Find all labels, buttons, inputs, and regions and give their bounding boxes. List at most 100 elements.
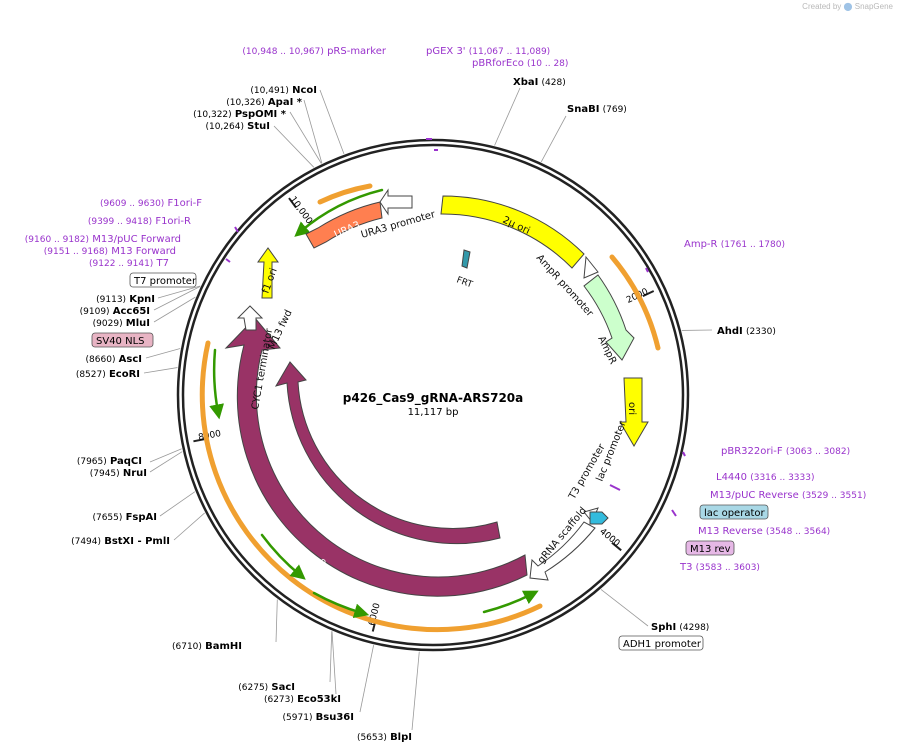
enzyme-position: (7965) — [77, 457, 107, 467]
feature-arrows — [224, 188, 649, 597]
leader-line — [153, 286, 201, 311]
sv40-nls-label: SV40 NLS — [96, 336, 145, 347]
primer-item: Amp-R (1761 .. 1780) — [684, 239, 785, 250]
t7-promoter-box: T7 promoter — [129, 272, 197, 288]
primer-name: T3 — [679, 562, 692, 573]
enzyme-item: (10,264) StuI — [205, 121, 270, 132]
enzyme-item: SphI (4298) — [651, 622, 709, 633]
enzyme-position: (6710) — [172, 642, 202, 652]
enzyme-name: KpnI — [129, 294, 155, 305]
enzyme-item: (10,491) NcoI — [250, 85, 317, 96]
sv40-nls-box: SV40 NLS — [91, 332, 154, 348]
enzyme-item: (7965) PaqCI — [77, 456, 142, 467]
enzyme-item: (10,322) PspOMI * — [193, 109, 287, 120]
primer-range: (9151 .. 9168) — [44, 247, 108, 257]
enzyme-name: AscI — [119, 354, 142, 365]
enzyme-name: SacI — [271, 682, 295, 693]
enzyme-position: (10,322) — [193, 110, 232, 120]
leader-line — [319, 89, 345, 155]
leader-lines — [143, 87, 713, 731]
leader-line — [157, 285, 201, 299]
enzyme-position: (9113) — [96, 295, 126, 305]
enzyme-position: (9029) — [93, 319, 123, 329]
leader-line — [149, 448, 182, 463]
feature-labels: 2µ ori AmpR promoter AmpR ori lac promot… — [250, 209, 637, 570]
enzyme-item: (6275) SacI — [238, 682, 295, 693]
enzyme-item: (7494) BstXI - PmlI — [71, 536, 170, 547]
feature-ura3 — [305, 201, 383, 249]
leader-line — [494, 87, 521, 146]
leader-line — [153, 296, 196, 323]
leader-line — [159, 491, 196, 517]
enzyme-item: (9109) Acc65I — [80, 306, 150, 317]
enzyme-name: StuI — [247, 121, 270, 132]
enzyme-position: (4298) — [679, 623, 709, 633]
enzyme-position: (2330) — [746, 327, 776, 337]
enzyme-position: (10,491) — [250, 86, 289, 96]
enzyme-position: (10,264) — [205, 122, 244, 132]
enzyme-position: (7494) — [71, 537, 101, 547]
leader-line — [289, 111, 322, 164]
primer-name: L4440 — [716, 472, 747, 483]
enzyme-name: Acc65I — [113, 306, 150, 317]
primer-item: pBR322ori-F (3063 .. 3082) — [721, 446, 850, 457]
enzyme-name: SnaBI — [567, 104, 599, 115]
primer-name: M13 Forward — [111, 246, 176, 257]
feature-label: Cas9 — [335, 513, 362, 532]
feature-frt — [461, 249, 471, 269]
feature-grna-scaffold — [529, 521, 596, 581]
enzyme-position: (8527) — [76, 370, 106, 380]
enzyme-position: (5971) — [283, 713, 313, 723]
enzyme-item: SnaBI (769) — [567, 104, 627, 115]
primer-range: (3583 .. 3603) — [696, 563, 760, 573]
leader-line — [149, 451, 183, 473]
primer-name: M13/pUC Forward — [92, 234, 181, 245]
orf-arcs — [199, 183, 661, 633]
enzyme-item: (8660) AscI — [86, 354, 142, 365]
orf-arc — [317, 183, 373, 205]
primer-name: Amp-R — [684, 239, 718, 250]
tick-mark — [288, 197, 297, 209]
enzyme-name: BstXI - PmlI — [104, 536, 170, 547]
feature-2u-ori — [440, 195, 585, 269]
feature-f1-ori — [257, 247, 279, 299]
enzyme-position: (5653) — [357, 733, 387, 743]
primer-item: (10,948 .. 10,967) pRS-marker — [242, 46, 386, 57]
leader-line — [331, 631, 337, 695]
enzyme-name: ApaI * — [268, 97, 303, 108]
enzyme-item: (10,326) ApaI * — [226, 97, 303, 108]
leader-line — [359, 644, 375, 713]
enzyme-item: (6273) Eco53kI — [264, 694, 341, 705]
primer-item: pGEX 3' (11,067 .. 11,089) — [426, 46, 550, 57]
enzyme-name: XbaI — [513, 77, 538, 88]
orf-direction-arrow — [260, 533, 306, 580]
enzyme-item: (5653) BlpI — [357, 732, 412, 743]
feature-cas9-outer — [224, 317, 528, 597]
backbone-inner — [181, 143, 685, 647]
primer-name: pRS-marker — [327, 46, 387, 57]
primer-item: M13/pUC Reverse (3529 .. 3551) — [710, 490, 866, 501]
feature-label: FRT — [455, 275, 474, 290]
enzyme-name: BamHI — [205, 641, 242, 652]
enzyme-position: (769) — [603, 105, 627, 115]
boxed-labels: lac operator M13 rev T7 promoter SV40 NL… — [91, 272, 769, 651]
backbone-outer — [176, 138, 690, 652]
leader-line — [275, 599, 278, 643]
primer-range: (3529 .. 3551) — [802, 491, 866, 501]
primer-item: L4440 (3316 .. 3333) — [716, 472, 815, 483]
lac-operator-box: lac operator — [699, 504, 769, 520]
orf-direction-arrow — [312, 591, 370, 619]
enzyme-item: (6710) BamHI — [172, 641, 242, 652]
enzyme-name: NcoI — [292, 85, 317, 96]
enzyme-name: PspOMI * — [235, 109, 287, 120]
plasmid-length: 11,117 bp — [408, 407, 459, 418]
tick-mark — [611, 541, 622, 552]
primer-marks — [225, 138, 686, 517]
feature-ura3-promoter — [379, 188, 413, 216]
orf-arc — [609, 254, 661, 351]
primer-name: T7 — [156, 258, 169, 269]
adh1-promoter-label: ADH1 promoter — [623, 639, 702, 650]
enzyme-position: (9109) — [80, 307, 110, 317]
enzyme-position: (7655) — [92, 513, 122, 523]
primer-name: F1ori-F — [168, 198, 203, 209]
